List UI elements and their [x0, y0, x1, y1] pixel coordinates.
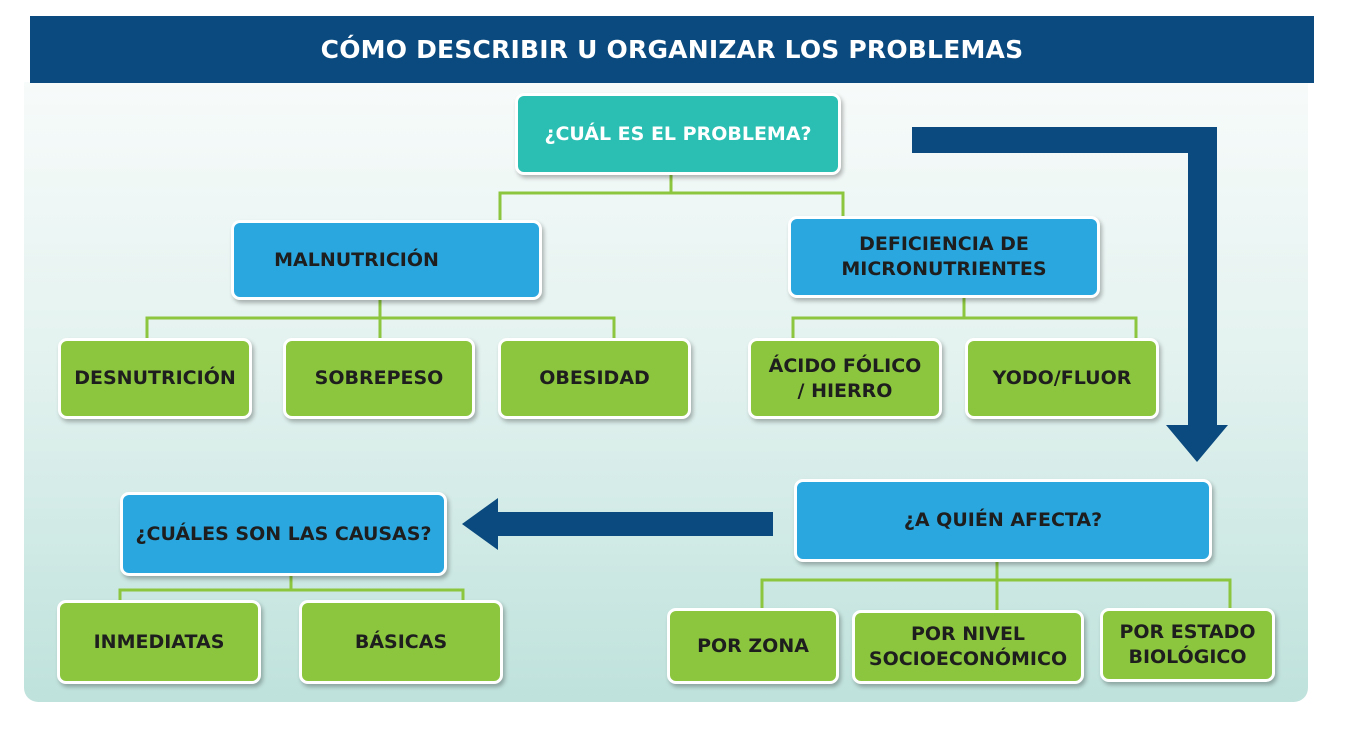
- node-folic-iron-line2: / HIERRO: [797, 379, 893, 402]
- node-folic-iron-line1: ÁCIDO FÓLICO: [768, 354, 922, 377]
- node-undernutrition: DESNUTRICIÓN: [58, 338, 252, 419]
- connector-malnutrition-right: [380, 316, 616, 340]
- node-iodine-fluor: YODO/FLUOR: [965, 338, 1159, 419]
- node-by-zone: POR ZONA: [667, 608, 839, 684]
- node-micronutrient-deficiency-line1: DEFICIENCIA DE: [859, 233, 1029, 256]
- node-basic-label: BÁSICAS: [354, 630, 448, 653]
- flow-arrow-down: [912, 127, 1228, 462]
- connector-causes-right: [291, 588, 465, 600]
- node-micronutrient-deficiency: DEFICIENCIA DE MICRONUTRIENTES: [788, 216, 1100, 298]
- node-by-biological: POR ESTADO BIOLÓGICO: [1100, 608, 1275, 682]
- node-obesity: OBESIDAD: [498, 338, 691, 419]
- node-by-zone-label: POR ZONA: [697, 634, 809, 657]
- node-folic-iron: ÁCIDO FÓLICO / HIERRO: [748, 338, 942, 419]
- node-undernutrition-label: DESNUTRICIÓN: [74, 367, 236, 390]
- node-by-biological-line2: BIOLÓGICO: [1128, 646, 1247, 668]
- node-by-biological-line1: POR ESTADO: [1119, 621, 1256, 644]
- node-micronutrient-deficiency-line2: MICRONUTRIENTES: [841, 258, 1047, 280]
- node-malnutrition-label: MALNUTRICIÓN: [274, 248, 439, 271]
- node-overweight: SOBREPESO: [283, 338, 475, 419]
- connector-malnutrition: [145, 300, 382, 340]
- connector-causes: [118, 576, 293, 600]
- connector-root-right: [671, 191, 845, 218]
- node-iodine-fluor-label: YODO/FLUOR: [992, 367, 1132, 390]
- node-immediate: INMEDIATAS: [57, 600, 261, 684]
- node-causes: ¿CUÁLES SON LAS CAUSAS?: [120, 492, 447, 576]
- node-by-socioeconomic-line2: SOCIOECONÓMICO: [868, 648, 1068, 670]
- connector-micronutrients: [791, 298, 966, 340]
- node-root-problem-label: ¿CUÁL ES EL PROBLEMA?: [544, 122, 812, 145]
- node-basic: BÁSICAS: [299, 600, 503, 684]
- node-root-problem: ¿CUÁL ES EL PROBLEMA?: [515, 93, 841, 175]
- node-who-affected-label: ¿A QUIÉN AFECTA?: [903, 509, 1103, 532]
- node-immediate-label: INMEDIATAS: [93, 630, 225, 653]
- flow-arrow-left: [462, 498, 773, 550]
- connector-micronutrients-right: [964, 316, 1138, 340]
- node-overweight-label: SOBREPESO: [314, 367, 444, 390]
- node-obesity-label: OBESIDAD: [539, 367, 650, 390]
- node-causes-label: ¿CUÁLES SON LAS CAUSAS?: [135, 522, 432, 545]
- connector-root-children: [498, 175, 673, 222]
- connector-who-affected: [760, 560, 999, 608]
- connector-who-affected-right: [997, 578, 1232, 608]
- node-by-socioeconomic-line1: POR NIVEL: [910, 623, 1026, 646]
- node-who-affected: ¿A QUIÉN AFECTA?: [794, 479, 1212, 562]
- node-by-socioeconomic: POR NIVEL SOCIOECONÓMICO: [852, 610, 1084, 684]
- node-malnutrition: MALNUTRICIÓN: [231, 220, 542, 300]
- page-title: CÓMO DESCRIBIR U ORGANIZAR LOS PROBLEMAS: [30, 16, 1314, 83]
